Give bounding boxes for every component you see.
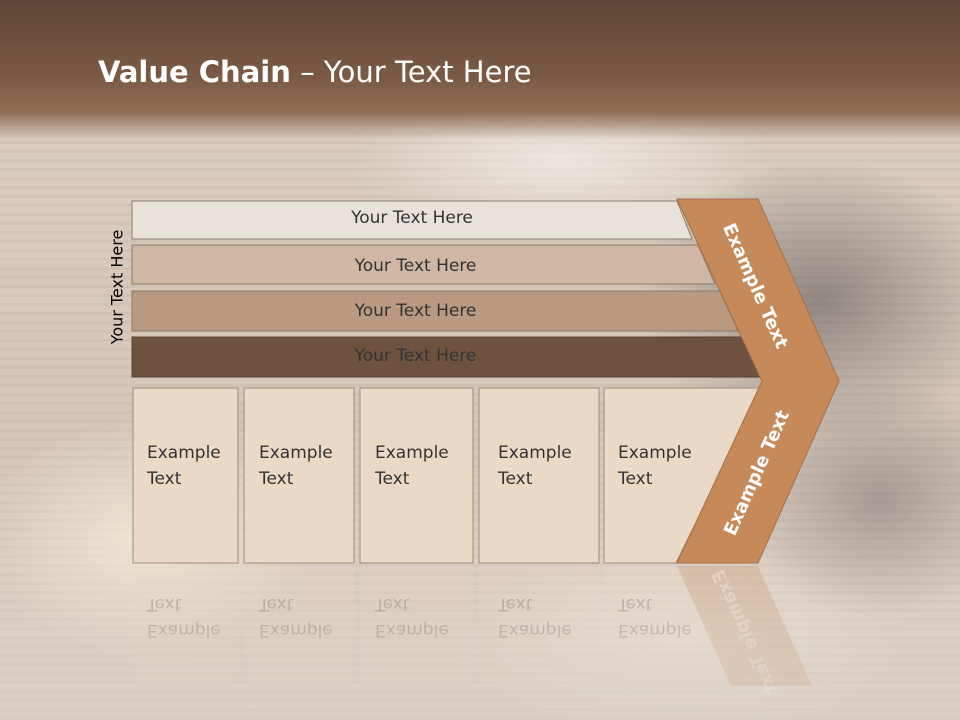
row-bar-3[interactable]: [131, 290, 739, 332]
activity-box-1[interactable]: [132, 387, 239, 564]
box-text-3: Example Text: [361, 388, 474, 563]
row-bar-1[interactable]: [131, 200, 693, 240]
box-text-2: Example Text: [245, 388, 355, 563]
box-text-5: Example Text: [604, 388, 704, 563]
activity-box-4[interactable]: [478, 387, 600, 564]
box-line2: Text: [259, 469, 294, 489]
activity-box-3[interactable]: [359, 387, 474, 564]
value-chevron[interactable]: [676, 198, 840, 564]
row-label-1: Your Text Here: [351, 208, 473, 228]
title-rest: – Your Text Here: [290, 55, 532, 89]
box-line1: Example: [375, 443, 449, 463]
activity-box-2[interactable]: [243, 387, 355, 564]
box-line2: Text: [618, 469, 653, 489]
row-label-2: Your Text Here: [354, 256, 477, 276]
box-line1: Example: [618, 443, 692, 463]
reflection-fade: [0, 565, 960, 720]
box-line2: Text: [498, 469, 533, 489]
box-line2: Text: [147, 469, 182, 489]
box-text-1: Example Text: [133, 388, 238, 563]
activity-box-5[interactable]: [603, 387, 763, 564]
box-line2: Text: [375, 469, 410, 489]
box-line1: Example: [259, 443, 333, 463]
row-bar-2[interactable]: [131, 244, 716, 285]
box-text-4: Example Text: [484, 388, 599, 563]
title-bold: Value Chain: [98, 55, 291, 89]
slide-title: Value Chain – Your Text Here: [98, 55, 532, 89]
row-label-4: Your Text Here: [354, 346, 477, 366]
box-line1: Example: [147, 443, 221, 463]
box-line1: Example: [498, 443, 572, 463]
title-bar: [0, 0, 960, 140]
row-label-3: Your Text Here: [354, 301, 477, 321]
